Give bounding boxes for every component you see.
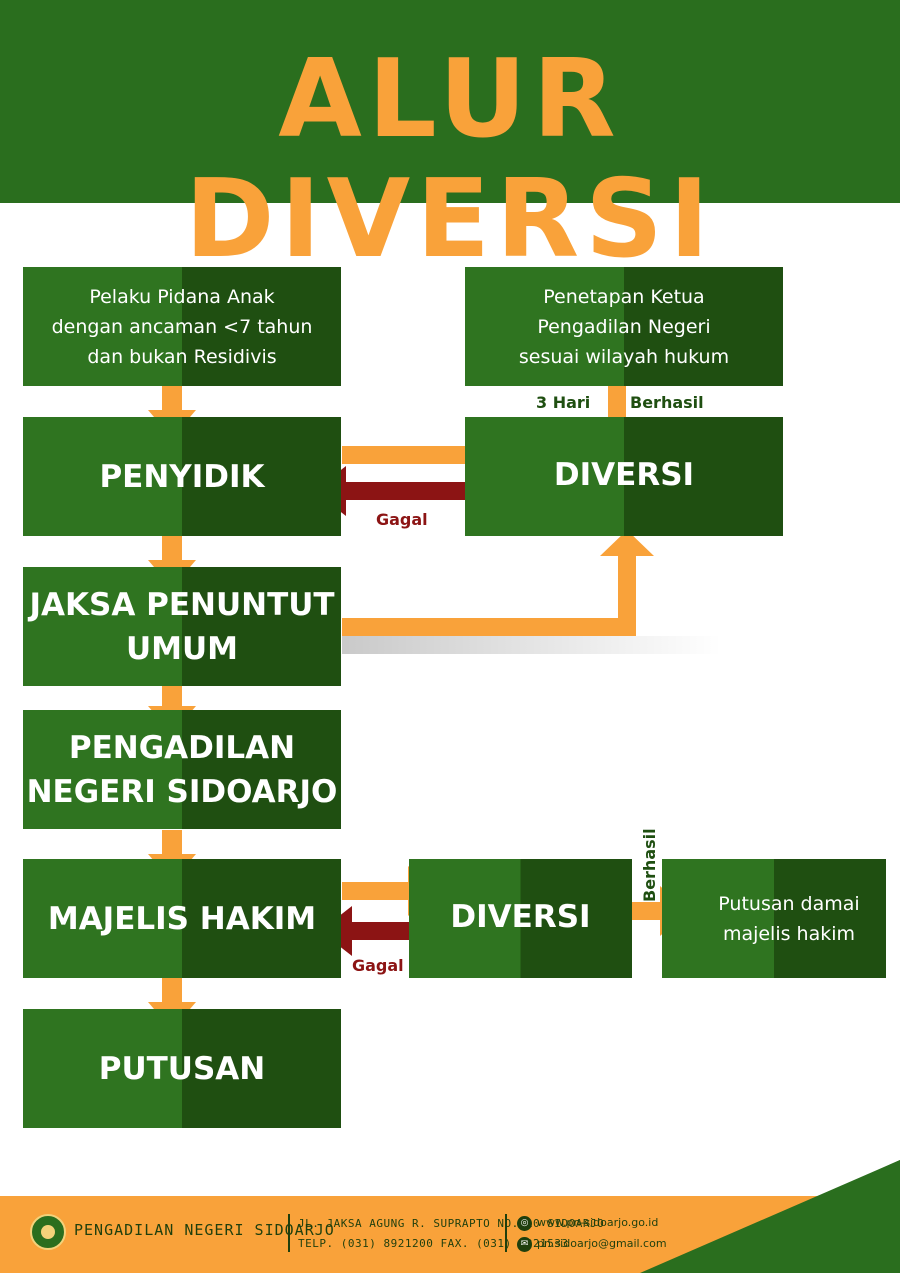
box-majelis: MAJELIS HAKIM [23,859,341,978]
box-putusan: PUTUSAN [23,1009,341,1128]
box-penetapan: Penetapan Ketua Pengadilan Negeri sesuai… [465,267,783,386]
footer-website[interactable]: www.pn-sidoarjo.go.id [537,1216,659,1229]
label-berhasil-top: Berhasil [630,393,704,412]
box-putusan-damai-text: Putusan damai majelis hakim [718,892,860,945]
box-diversi-bottom: DIVERSI [409,859,632,978]
label-berhasil-bottom: Berhasil [640,828,659,902]
footer-website-row[interactable]: ◎ www.pn-sidoarjo.go.id [517,1215,658,1231]
box-pengadilan: PENGADILAN NEGERI SIDOARJO [23,710,341,829]
box-jaksa: JAKSA PENUNTUT UMUM [23,567,341,686]
footer-email-row[interactable]: ✉ pn.sidoarjo@gmail.com [517,1236,667,1252]
box-diversi-top: DIVERSI [465,417,783,536]
box-pengadilan-text: PENGADILAN NEGERI SIDOARJO [26,729,338,810]
footer-institution: PENGADILAN NEGERI SIDOARJO [74,1221,335,1239]
court-emblem-icon [30,1214,66,1250]
box-putusan-damai: Putusan damai majelis hakim [662,859,886,978]
box-diversi-bottom-text: DIVERSI [450,899,591,935]
footer-phone: TELP. (031) 8921200 FAX. (031) 8921533 [298,1237,569,1250]
footer-divider-1 [288,1214,290,1252]
box-putusan-text: PUTUSAN [98,1050,266,1087]
envelope-icon: ✉ [517,1236,532,1252]
page-title: ALUR DIVERSI [184,37,716,282]
footer-email[interactable]: pn.sidoarjo@gmail.com [537,1237,667,1250]
label-gagal-bottom: Gagal [352,956,404,975]
arrow-shadow [342,636,722,654]
label-tiga-hari: 3 Hari [536,393,591,412]
footer-green-wedge [640,1160,900,1273]
box-diversi-top-text: DIVERSI [553,457,695,493]
box-jaksa-text: JAKSA PENUNTUT UMUM [29,586,335,667]
label-gagal-top: Gagal [376,510,428,529]
box-majelis-text: MAJELIS HAKIM [47,900,317,937]
header-banner [0,0,900,203]
globe-icon: ◎ [517,1215,532,1231]
footer-divider-2 [505,1214,507,1252]
arrow-jaksa-to-diversi [342,530,654,636]
box-penyidik: PENYIDIK [23,417,341,536]
box-pelaku: Pelaku Pidana Anak dengan ancaman <7 tah… [23,267,341,386]
box-pelaku-text: Pelaku Pidana Anak dengan ancaman <7 tah… [51,285,313,368]
box-penyidik-text: PENYIDIK [99,458,265,495]
box-penetapan-text: Penetapan Ketua Pengadilan Negeri sesuai… [518,285,730,368]
